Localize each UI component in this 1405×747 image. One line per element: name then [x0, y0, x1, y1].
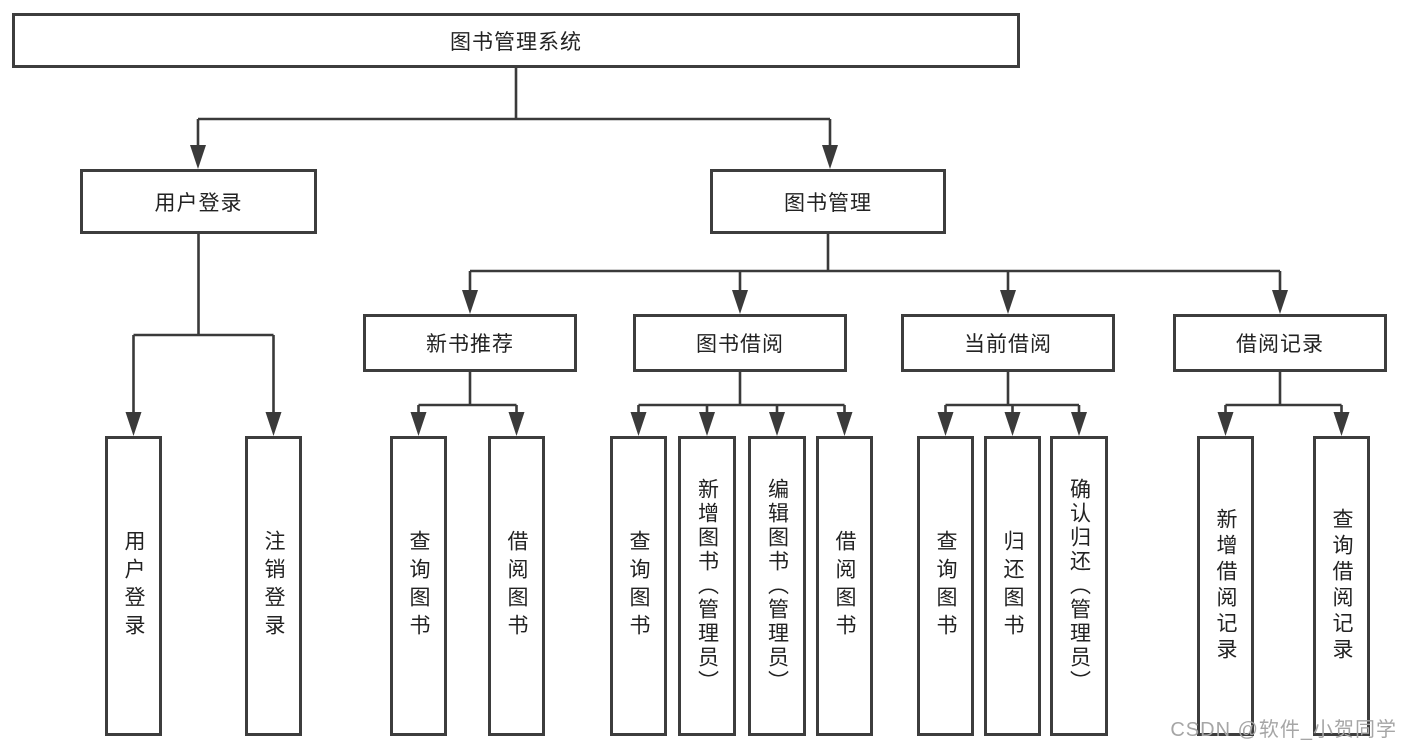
leaf-query-book-b: 查询图书	[610, 436, 667, 736]
leaf-add-book-admin: 新增图书（管理员）	[678, 436, 736, 736]
leaf-user-login: 用户登录	[105, 436, 162, 736]
node-current-borrow: 当前借阅	[901, 314, 1115, 372]
leaf-edit-book-admin: 编辑图书（管理员）	[748, 436, 806, 736]
leaf-borrow-book-a: 借阅图书	[488, 436, 545, 736]
leaf-borrow-book-b: 借阅图书	[816, 436, 873, 736]
leaf-logout: 注销登录	[245, 436, 302, 736]
leaf-query-book-c: 查询图书	[917, 436, 974, 736]
node-user-login: 用户登录	[80, 169, 317, 234]
csdn-watermark: CSDN @软件_小贺同学	[1170, 719, 1397, 741]
leaf-add-borrow-record: 新增借阅记录	[1197, 436, 1254, 736]
node-book-management: 图书管理	[710, 169, 946, 234]
node-borrow-record: 借阅记录	[1173, 314, 1387, 372]
leaf-query-book-a: 查询图书	[390, 436, 447, 736]
node-book-borrow: 图书借阅	[633, 314, 847, 372]
leaf-query-borrow-record: 查询借阅记录	[1313, 436, 1370, 736]
leaf-return-book: 归还图书	[984, 436, 1041, 736]
node-root: 图书管理系统	[12, 13, 1020, 68]
leaf-confirm-return-admin: 确认归还（管理员）	[1050, 436, 1108, 736]
node-new-book-recommend: 新书推荐	[363, 314, 577, 372]
